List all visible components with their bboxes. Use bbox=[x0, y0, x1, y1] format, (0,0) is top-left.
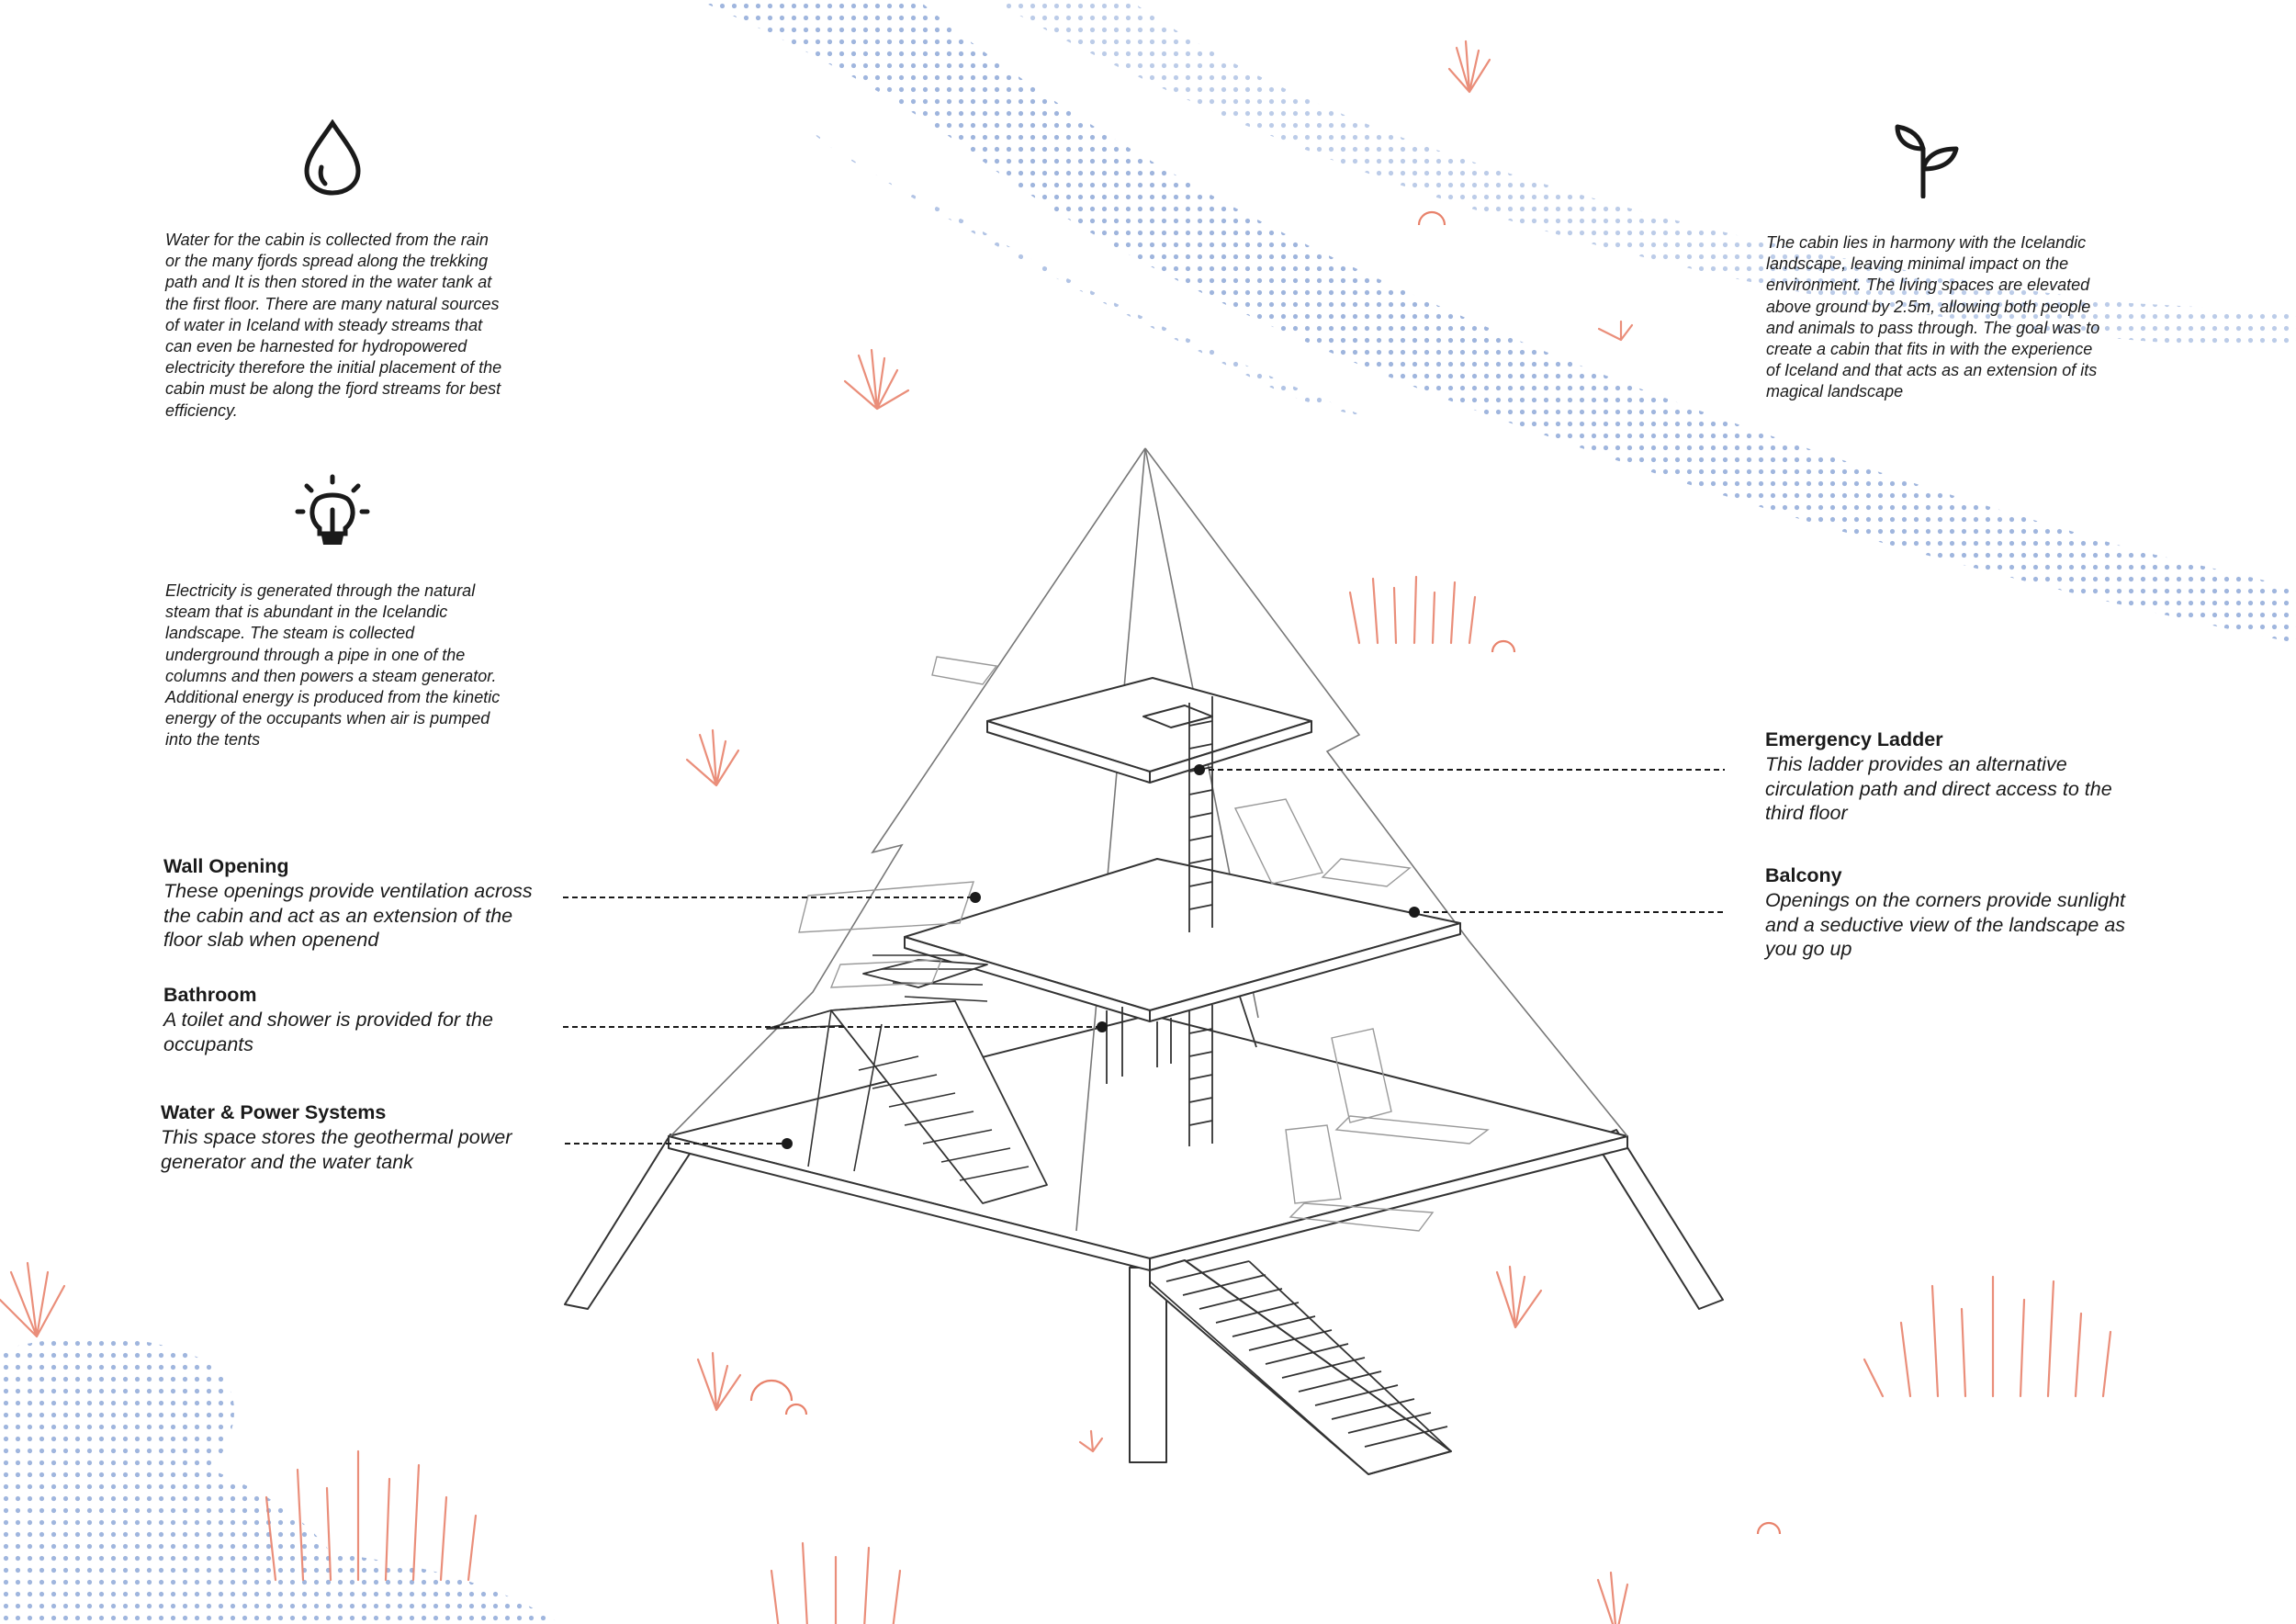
callout-balcony: Balcony Openings on the corners provide … bbox=[1765, 863, 2133, 962]
callout-emergency-ladder: Emergency Ladder This ladder provides an… bbox=[1765, 727, 2133, 826]
callout-title: Bathroom bbox=[163, 984, 257, 1006]
wall-opening-panels bbox=[798, 656, 1490, 1232]
third-floor-slab bbox=[986, 677, 1312, 784]
cabin-structure bbox=[564, 1014, 1724, 1475]
callout-water-power: Water & Power Systems This space stores … bbox=[161, 1100, 546, 1174]
callout-dots bbox=[782, 764, 1420, 1149]
callout-title: Balcony bbox=[1765, 864, 1842, 886]
callout-wall-opening: Wall Opening These openings provide vent… bbox=[163, 854, 549, 953]
callout-text: This ladder provides an alternative circ… bbox=[1765, 753, 2112, 824]
callout-text: These openings provide ventilation acros… bbox=[163, 880, 533, 951]
dotted-terrain-bottom-left bbox=[0, 1337, 560, 1624]
second-floor-slab bbox=[904, 858, 1461, 1022]
entrance-stair-treads bbox=[1149, 1260, 1452, 1475]
water-info-text: Water for the cabin is collected from th… bbox=[165, 231, 502, 420]
callout-title: Emergency Ladder bbox=[1765, 728, 1943, 750]
lightbulb-icon bbox=[295, 474, 370, 545]
sprout-icon bbox=[1895, 124, 1959, 198]
water-drop-icon bbox=[304, 119, 361, 196]
bathroom-pod bbox=[1106, 996, 1257, 1084]
callout-text: This space stores the geothermal power g… bbox=[161, 1126, 512, 1173]
interior-stair-treads bbox=[807, 954, 1030, 1181]
callout-text: A toilet and shower is provided for the … bbox=[163, 1009, 493, 1055]
callout-title: Water & Power Systems bbox=[161, 1101, 387, 1123]
landscape-info-text: The cabin lies in harmony with the Icela… bbox=[1766, 233, 2100, 401]
callout-leaders bbox=[563, 769, 1725, 1145]
callout-text: Openings on the corners provide sunlight… bbox=[1765, 889, 2126, 960]
terrain-arcs bbox=[749, 210, 1782, 1535]
callout-bathroom: Bathroom A toilet and shower is provided… bbox=[163, 983, 549, 1056]
grass-tufts bbox=[0, 39, 2112, 1624]
dotted-terrain-band bbox=[698, 0, 2296, 643]
electricity-info-text: Electricity is generated through the nat… bbox=[165, 581, 501, 750]
callout-title: Wall Opening bbox=[163, 855, 289, 877]
